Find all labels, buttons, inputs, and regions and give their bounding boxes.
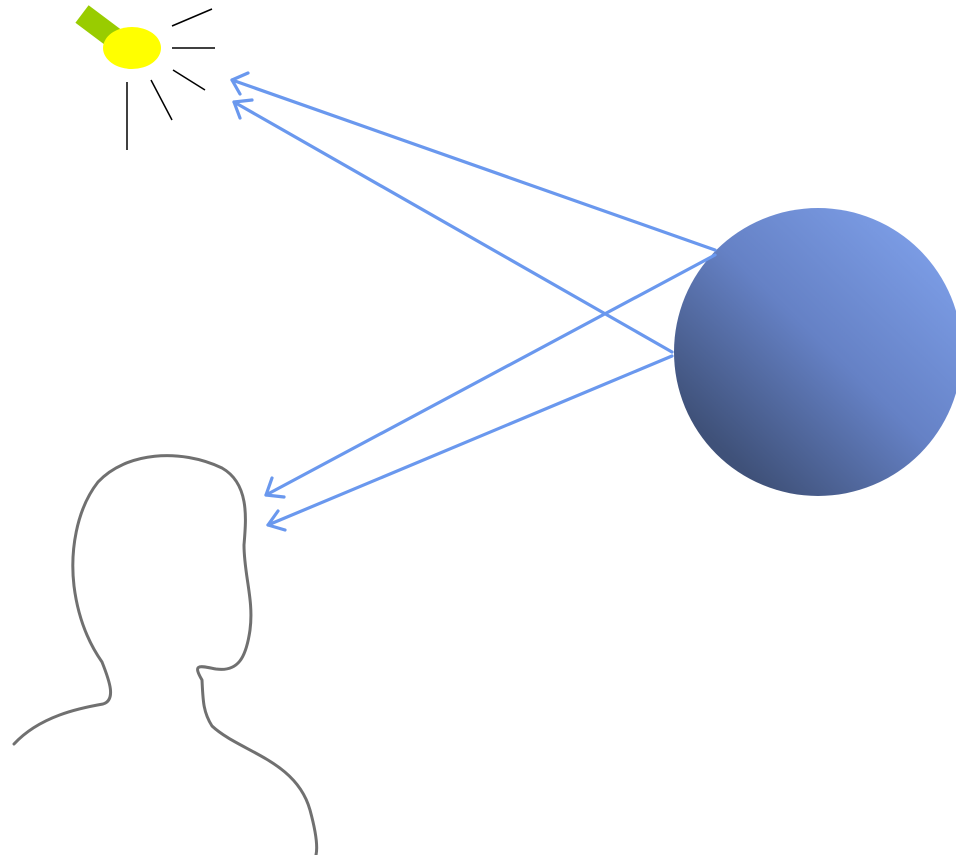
reflection-arrows [232,73,715,530]
arrow-sphere-to-observer-lower [268,356,672,530]
light-ray [173,70,205,90]
flashlight-icon [82,9,215,150]
light-ray [172,9,212,26]
arrow-sphere-to-light-upper [232,73,715,250]
sphere-icon [674,208,956,496]
light-ray [151,80,172,120]
lamp-bulb [103,27,161,69]
arrow-sphere-to-observer-upper [266,255,715,497]
lamp-handle [82,14,114,38]
person-head-icon [14,456,317,855]
